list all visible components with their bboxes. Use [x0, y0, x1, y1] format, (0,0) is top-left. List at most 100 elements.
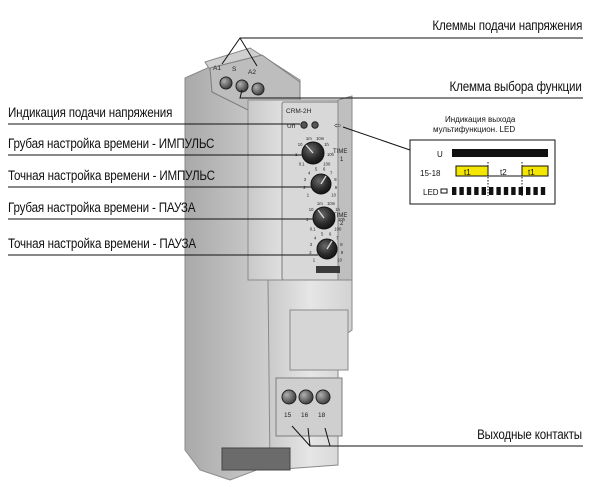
led-un-label: Un [287, 123, 296, 130]
led-blink-pulse [466, 187, 472, 195]
terminal-s-label: S [232, 66, 237, 73]
dial-scale-mark: 4 [308, 170, 311, 175]
timing-title-1: Индикация выхода [445, 115, 516, 124]
time2-label: TIME [333, 213, 347, 219]
dial-scale-mark: 1m [317, 201, 323, 206]
led-blink-pulse [540, 187, 546, 195]
din-clip [221, 447, 291, 471]
label-coarse-impulse: Грубая настройка времени - ИМПУЛЬС [8, 136, 215, 151]
label-power-indication: Индикация подачи напряжения [8, 105, 173, 120]
pause-t2-label: t2 [500, 168, 507, 177]
dial-scale-mark: 9 [341, 250, 344, 255]
led-blink-pulse [518, 187, 523, 195]
dial-scale-mark: 10 [309, 207, 314, 212]
timing-title-2: мультифункцион. LED [433, 125, 515, 134]
dial-scale-mark: 100 [334, 226, 342, 231]
dial-scale-mark: 10h [327, 152, 335, 157]
leader-function [239, 89, 583, 99]
pulse-t1-a-label: t1 [464, 168, 471, 177]
time2-index: 2 [340, 221, 344, 227]
terminal-18-label: 18 [318, 412, 326, 419]
screw-a1 [219, 76, 233, 90]
dial-scale-mark: 1h [335, 207, 340, 212]
label-coarse-pause: Грубая настройка времени - ПАУЗА [8, 200, 196, 215]
led-blink-pulse [481, 187, 486, 195]
led-blink-pulse [533, 187, 538, 195]
dial-scale-mark: 5 [321, 232, 324, 237]
brand-badge [316, 266, 340, 273]
dial-scale-mark: 8 [340, 242, 343, 247]
device-lower-step [289, 309, 349, 371]
label-supply-terminals: Клеммы подачи напряжения [432, 18, 582, 33]
dial-scale-mark: 7 [336, 235, 339, 240]
dial-scale-mark: 10m [316, 136, 325, 141]
dial-scale-mark: 10 [331, 192, 336, 197]
leader-lines [8, 37, 583, 447]
dial-scale-mark: 1h [324, 142, 329, 147]
pulse-t1-b [521, 165, 549, 177]
knob-fine-impulse[interactable] [310, 173, 332, 195]
dial-scale-mark: 10m [327, 201, 336, 206]
dial-scale-mark: 10 [298, 142, 303, 147]
screw-16 [298, 389, 314, 405]
dial-scale-mark: 3 [304, 177, 307, 182]
terminal-16-label: 16 [301, 412, 309, 419]
led-blink-pulse [474, 187, 479, 195]
screw-18 [315, 389, 331, 405]
dial-scale-mark: 9 [335, 185, 338, 190]
dial-scale-mark: 6 [329, 232, 332, 237]
terminal-15-label: 15 [284, 412, 292, 419]
led-output-icon: ⇦ [334, 121, 341, 130]
led-blink-pattern [452, 187, 546, 195]
model-label: CRM-2H [286, 108, 312, 115]
dial-scale-mark: 10 [337, 257, 342, 262]
knob-fine-pause[interactable] [316, 238, 338, 260]
led-blink-pulse [503, 187, 509, 195]
dial-scale-mark: 4 [314, 235, 317, 240]
terminal-a2-label: A2 [248, 69, 256, 76]
knob-coarse-pause[interactable] [312, 206, 336, 230]
time1-index: 1 [340, 157, 344, 163]
bottom-terminal-block [275, 377, 343, 437]
led-un [300, 121, 308, 129]
screw-a2 [251, 82, 265, 96]
leader-supply-2 [239, 37, 258, 67]
dial-scale-mark: 0.1 [310, 226, 316, 231]
leader-supply [221, 37, 583, 65]
led-blink-pulse [489, 187, 494, 195]
dial-scale-mark: 10h [338, 217, 346, 222]
led-blink-pulse [496, 187, 501, 195]
row-u-label: U [437, 150, 443, 159]
dial-scale-mark: 3 [310, 242, 313, 247]
led-icon [440, 188, 448, 194]
label-fine-impulse: Точная настройка времени - ИМПУЛЬС [8, 168, 215, 183]
timing-diagram: Индикация выхода мультифункцион. LED U 1… [409, 115, 556, 205]
leader-output-3 [324, 427, 331, 447]
dial-scale-mark: 7 [330, 170, 333, 175]
pulse-t1-b-label: t1 [528, 168, 535, 177]
label-fine-pause: Точная настройка времени - ПАУЗА [8, 236, 196, 251]
label-output-contacts: Выходные контакты [477, 427, 582, 442]
dial-scale-mark: 1 [307, 192, 310, 197]
dial-scale-mark: 0.1 [299, 161, 305, 166]
knob-coarse-impulse[interactable] [301, 141, 325, 165]
u-signal [452, 149, 548, 157]
dial-scale-mark: 2 [309, 250, 312, 255]
led-blink-pulse [511, 187, 516, 195]
top-screws: A1 S A2 [213, 65, 265, 96]
dial-scale-mark: 1 [313, 257, 316, 262]
row-led-label: LED [423, 188, 439, 197]
terminal-a1-label: A1 [213, 65, 221, 72]
dial-scale-mark: 1m [306, 136, 312, 141]
pulse-t1-a [455, 165, 489, 177]
leader-output-2 [307, 427, 311, 447]
label-function-terminal: Клемма выбора функции [449, 79, 582, 94]
dial-scale-mark: 100 [323, 161, 331, 166]
led-blink-pulse [452, 187, 457, 195]
dial-scale-mark: 5 [315, 167, 318, 172]
dial-scale-mark: 1 [295, 152, 298, 157]
bottom-screws: 15 16 18 [281, 389, 331, 419]
led-output [311, 121, 319, 129]
